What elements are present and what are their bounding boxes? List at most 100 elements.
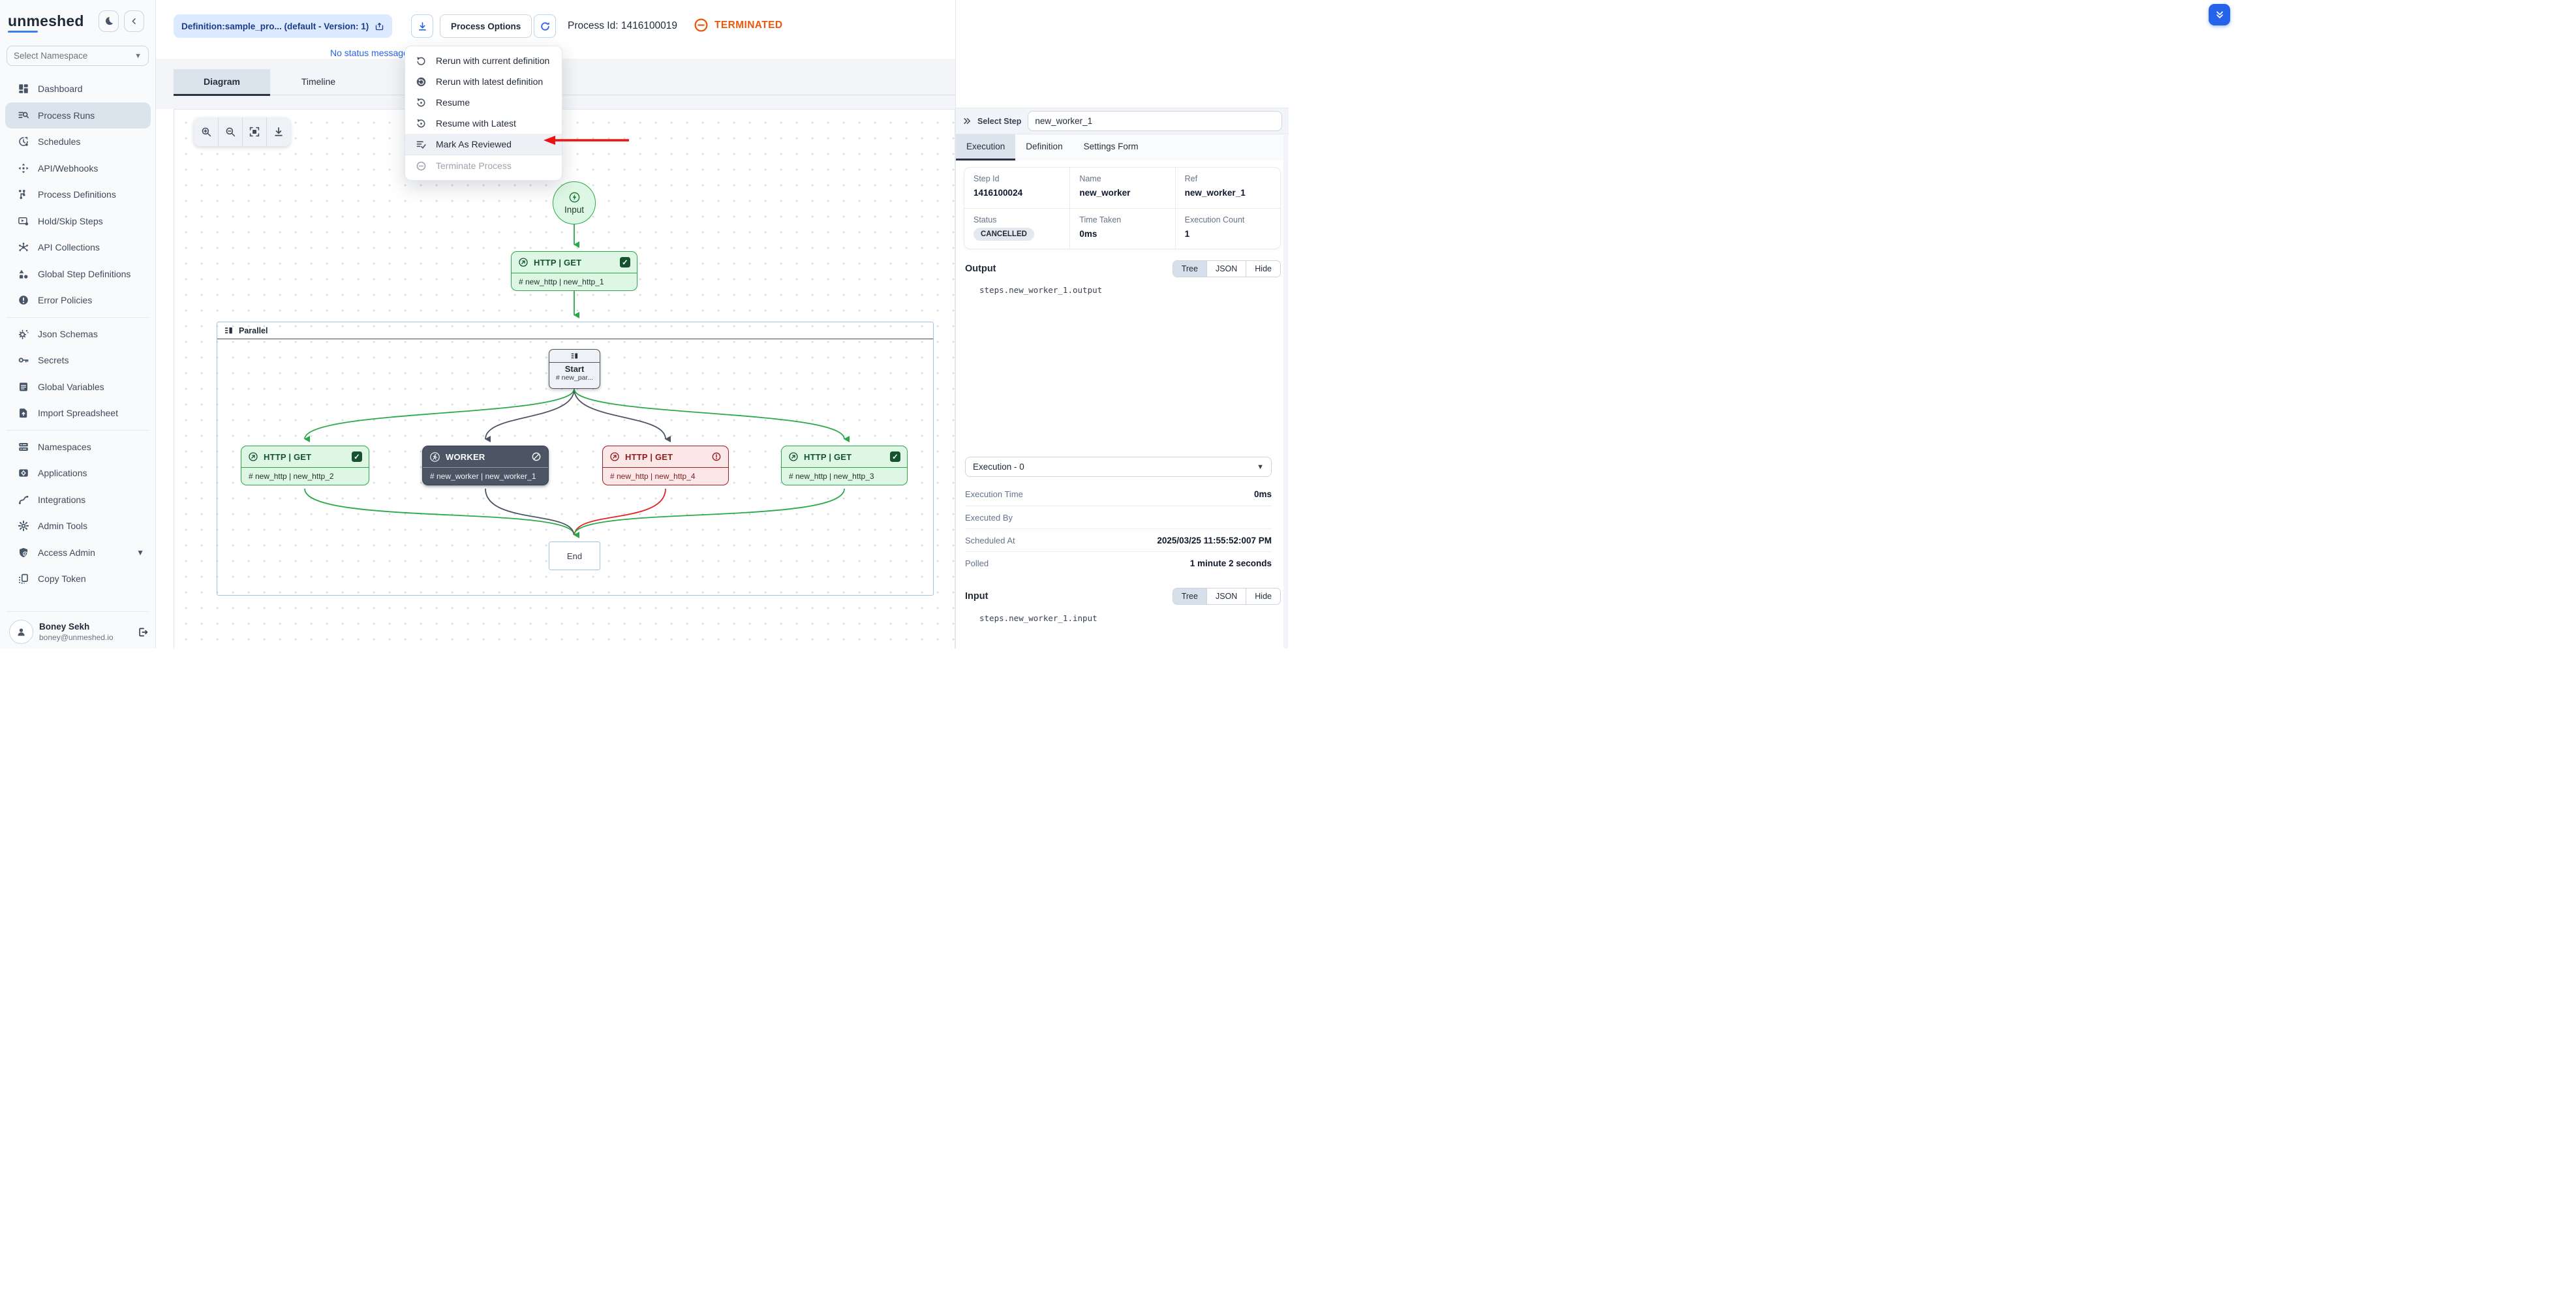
divider [7,429,149,431]
app-window: unmeshed Select Namespace ▼ Dashboard Pr… [0,0,2230,648]
sidebar-item-admin-tools[interactable]: Admin Tools [0,513,156,540]
input-json-button[interactable]: JSON [1206,588,1246,604]
parallel-icon [224,326,234,335]
gear-icon [17,520,29,532]
process-options-button[interactable]: Process Options [440,14,532,38]
collapse-sidebar-button[interactable] [123,10,144,32]
tab-execution[interactable]: Execution [956,134,1016,160]
download-diagram-button[interactable] [266,117,290,146]
download-process-button[interactable] [411,14,433,38]
node-new-http-4[interactable]: HTTP | GET # new_http | new_http_4 [602,446,729,485]
scroll-down-button[interactable] [2209,4,2230,25]
sidebar-item-hold-skip-steps[interactable]: Hold/Skip Steps [0,208,156,235]
menu-item-mark-as-reviewed[interactable]: Mark As Reviewed [405,134,562,155]
sidebar-item-schedules[interactable]: Schedules [0,129,156,155]
collapse-panel-icon[interactable] [962,116,972,126]
step-name-value: new_worker [1079,188,1131,198]
mark-reviewed-icon [414,139,427,150]
rerun-filled-icon [414,76,427,87]
menu-item-terminate-process[interactable]: Terminate Process [405,155,562,176]
bolt-icon [568,191,581,204]
sidebar-item-process-runs[interactable]: Process Runs [5,102,151,129]
resume-icon [414,118,427,129]
select-step-bar: Select Step [956,108,1289,134]
namespace-placeholder: Select Namespace [14,51,88,61]
sidebar-item-access-admin[interactable]: Access Admin▼ [0,540,156,566]
terminate-icon [414,160,427,172]
output-json-button[interactable]: JSON [1206,261,1246,277]
sidebar-item-namespaces[interactable]: Namespaces [0,434,156,461]
error-icon [17,294,29,306]
sidebar: unmeshed Select Namespace ▼ Dashboard Pr… [0,0,156,648]
node-end[interactable]: End [549,542,600,570]
select-step-label: Select Step [977,116,1022,126]
node-parallel-start[interactable]: Start # new_par... [549,349,600,389]
tab-timeline[interactable]: Timeline [301,76,336,87]
input-tree-button[interactable]: Tree [1173,588,1206,604]
tab-settings-form[interactable]: Settings Form [1083,142,1139,151]
menu-item-resume[interactable]: Resume [405,92,562,113]
sidebar-item-import-spreadsheet[interactable]: Import Spreadsheet [0,400,156,427]
tab-diagram[interactable]: Diagram [174,69,270,96]
process-options-menu: Rerun with current definition Rerun with… [405,46,562,181]
sidebar-item-error-policies[interactable]: Error Policies [0,287,156,314]
select-step-input[interactable] [1028,111,1282,131]
scrollbar[interactable] [1283,135,1288,648]
status-message-link[interactable]: No status message [330,48,408,58]
output-path[interactable]: steps.new_worker_1.output [979,285,1103,295]
divider [7,611,149,612]
rerun-icon [414,55,427,67]
http-icon [609,451,620,462]
node-new-http-2[interactable]: HTTP | GET ✓ # new_http | new_http_2 [241,446,369,485]
input-section-header: Input Tree JSON Hide [965,588,1281,605]
dark-mode-toggle[interactable] [98,10,119,32]
checked-icon: ✓ [352,451,362,462]
zoom-out-button[interactable] [218,117,242,146]
avatar [9,620,33,644]
namespace-select[interactable]: Select Namespace ▼ [7,46,149,66]
http-icon [788,451,799,462]
sidebar-item-integrations[interactable]: Integrations [0,487,156,513]
sidebar-item-global-variables[interactable]: Global Variables [0,374,156,401]
node-new-http-3[interactable]: HTTP | GET ✓ # new_http | new_http_3 [781,446,908,485]
output-hide-button[interactable]: Hide [1246,261,1280,277]
output-tree-button[interactable]: Tree [1173,261,1206,277]
menu-item-resume-latest[interactable]: Resume with Latest [405,113,562,134]
node-input[interactable]: Input [553,181,596,224]
divider [7,316,149,318]
double-chevron-down-icon [2215,10,2225,20]
definition-link-button[interactable]: Definition:sample_pro... (default - Vers… [174,14,393,38]
sidebar-item-applications[interactable]: Applications [0,460,156,487]
zoom-in-button[interactable] [194,117,218,146]
tab-definition[interactable]: Definition [1026,142,1063,151]
sidebar-item-secrets[interactable]: Secrets [0,347,156,374]
status-label: TERMINATED [714,19,783,31]
menu-item-rerun-current[interactable]: Rerun with current definition [405,50,562,71]
parallel-container[interactable]: Parallel [217,322,934,596]
sidebar-item-api-webhooks[interactable]: API/Webhooks [0,155,156,182]
node-new-worker-1[interactable]: WORKER # new_worker | new_worker_1 [422,446,549,485]
app-logo: unmeshed [8,12,84,33]
user-profile[interactable]: Boney Sekh boney@unmeshed.io [9,620,149,644]
sidebar-item-json-schemas[interactable]: Json Schemas [0,321,156,348]
user-name: Boney Sekh [39,622,90,632]
sidebar-item-api-collections[interactable]: API Collections [0,234,156,261]
menu-item-rerun-latest[interactable]: Rerun with latest definition [405,71,562,92]
refresh-button[interactable] [534,14,556,38]
sidebar-item-global-step-definitions[interactable]: Global Step Definitions [0,261,156,288]
input-path[interactable]: steps.new_worker_1.input [979,613,1097,623]
sidebar-item-copy-token[interactable]: Copy Token [0,566,156,592]
cancelled-icon [531,451,542,462]
logout-icon[interactable] [137,626,149,638]
sidebar-item-process-definitions[interactable]: Process Definitions [0,181,156,208]
diagram-canvas[interactable]: Input HTTP | GET ✓ # new_http | new_http… [174,109,955,648]
node-new-http-1[interactable]: HTTP | GET ✓ # new_http | new_http_1 [511,251,637,291]
server-icon [17,441,29,453]
checked-icon: ✓ [620,257,630,267]
hold-skip-icon [17,215,29,227]
fit-view-button[interactable] [242,117,266,146]
input-hide-button[interactable]: Hide [1246,588,1280,604]
execution-select[interactable]: Execution - 0 ▼ [965,457,1272,477]
sidebar-item-dashboard[interactable]: Dashboard [0,76,156,102]
